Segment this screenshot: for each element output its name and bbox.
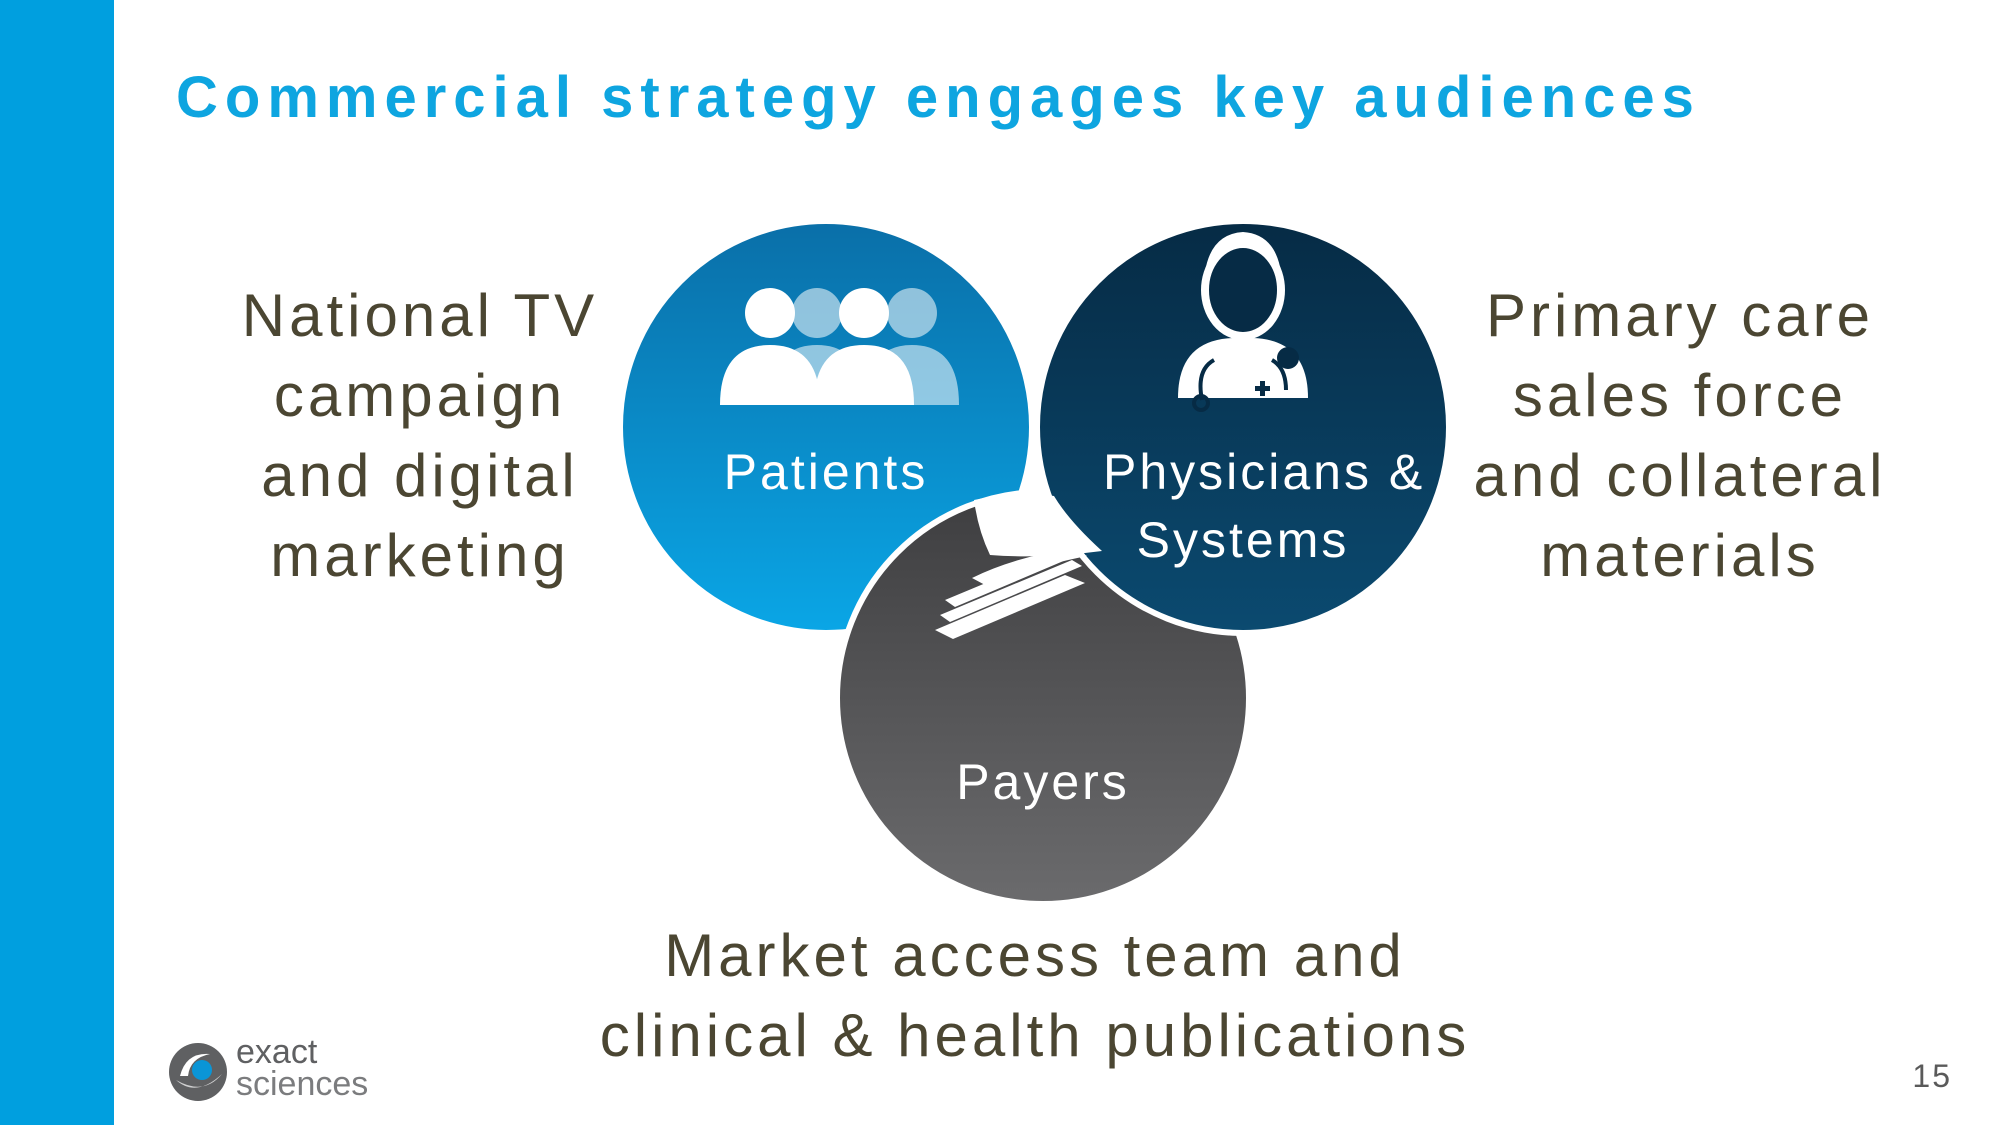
patients-description-line: National TV bbox=[241, 282, 599, 349]
physicians-description-line: sales force bbox=[1512, 362, 1848, 429]
logo-line-exact: exact bbox=[236, 1033, 318, 1071]
company-logo: exact sciences bbox=[166, 1033, 406, 1106]
logo-line-sciences: sciences bbox=[236, 1065, 369, 1103]
venn-circles bbox=[617, 218, 1452, 907]
patients-description-line: marketing bbox=[270, 522, 570, 589]
patients-description: National TV campaign and digital marketi… bbox=[230, 276, 610, 596]
physicians-description-line: materials bbox=[1540, 522, 1820, 589]
slide-title: Commercial strategy engages key audience… bbox=[176, 65, 1701, 130]
patients-label: Patients bbox=[723, 444, 929, 500]
logo-swirl-icon bbox=[169, 1043, 227, 1101]
accent-side-bar bbox=[0, 0, 114, 1125]
people-group-icon bbox=[720, 288, 959, 405]
physicians-label: Physicians & Systems bbox=[1103, 438, 1426, 574]
physicians-description-line: and collateral bbox=[1473, 442, 1887, 509]
payers-description-line: clinical & health publications bbox=[599, 1002, 1471, 1069]
physicians-description: Primary care sales force and collateral … bbox=[1460, 276, 1900, 596]
physicians-label-line: Systems bbox=[1136, 512, 1350, 568]
documents-stack-icon bbox=[935, 493, 1102, 639]
payers-label: Payers bbox=[956, 754, 1130, 810]
physicians-description-line: Primary care bbox=[1485, 282, 1875, 349]
payers-description-line: Market access team and bbox=[664, 922, 1406, 989]
doctor-icon bbox=[1178, 232, 1308, 412]
payers-description: Market access team and clinical & health… bbox=[560, 916, 1510, 1076]
patients-description-line: and digital bbox=[261, 442, 579, 509]
page-number: 15 bbox=[1912, 1058, 1952, 1094]
patients-description-line: campaign bbox=[273, 362, 567, 429]
audience-venn-diagram: Patients Physicians & Systems Payers bbox=[600, 210, 1480, 930]
physicians-label-line: Physicians & bbox=[1103, 444, 1426, 500]
physicians-circle bbox=[1034, 218, 1452, 636]
